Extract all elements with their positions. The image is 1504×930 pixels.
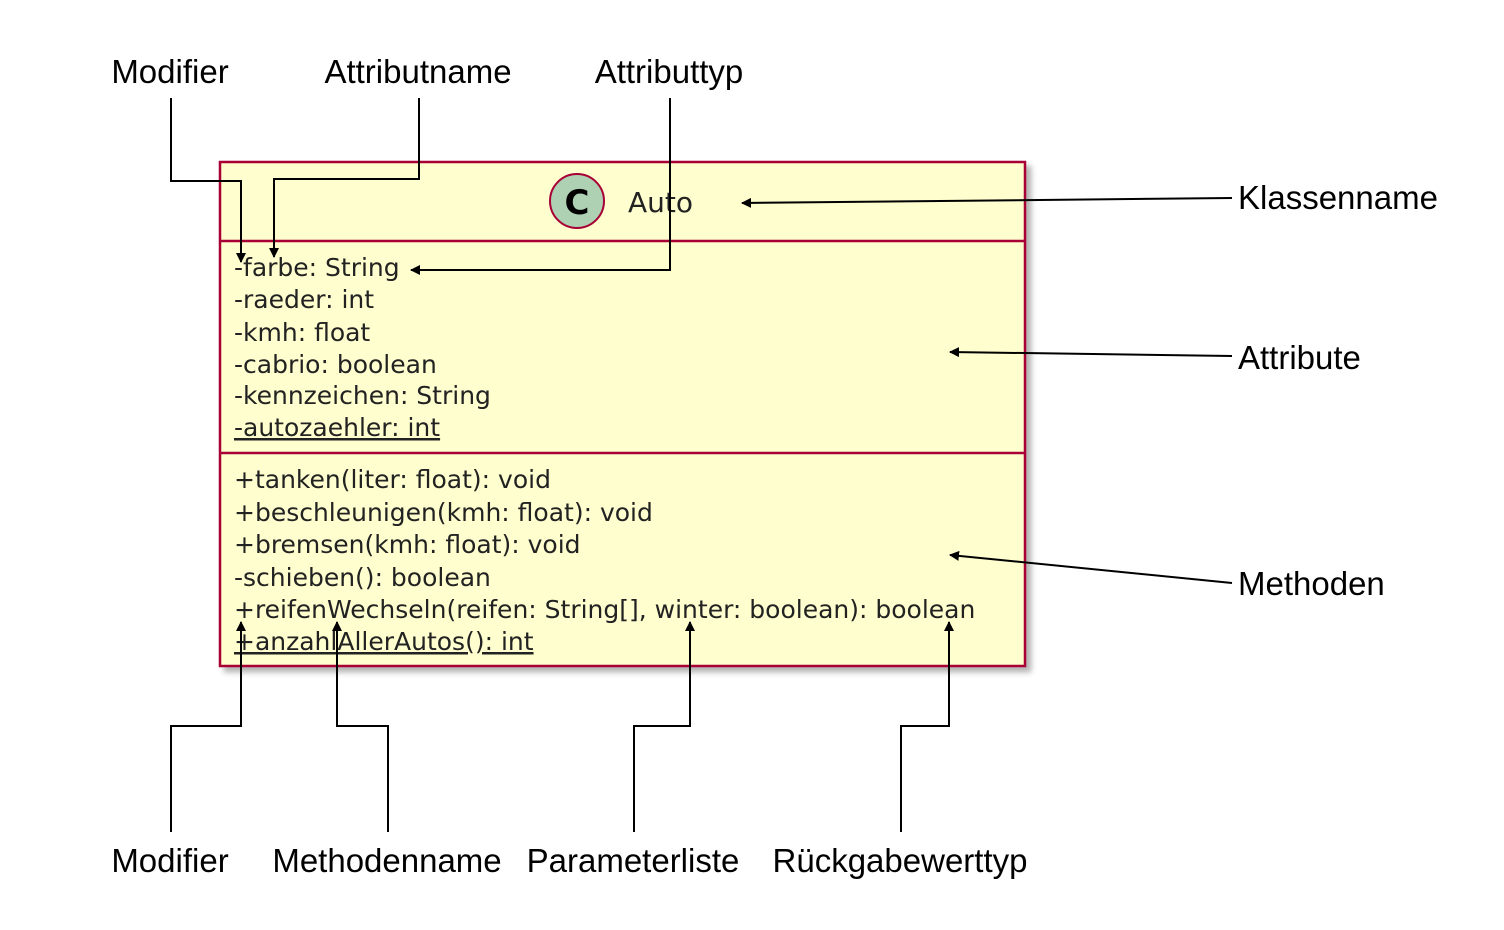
label-methods: Methoden (1238, 565, 1385, 602)
method-item: +bremsen(kmh: float): void (234, 530, 581, 559)
label-attribute-name: Attributname (324, 53, 511, 90)
attribute-list: -farbe: String -raeder: int -kmh: float … (234, 253, 491, 442)
label-modifier-method: Modifier (111, 842, 228, 879)
class-box (218, 160, 1027, 668)
arrow-parameter-list (633, 621, 695, 832)
arrow-attribute-type (410, 98, 671, 275)
method-item: +reifenWechseln(reifen: String[], winter… (234, 595, 975, 624)
attribute-item: -farbe: String (234, 253, 400, 282)
arrow-method-name (332, 621, 389, 832)
attribute-item: -kennzeichen: String (234, 381, 491, 410)
arrow-methods (949, 550, 1233, 584)
connectors (170, 98, 1233, 832)
attribute-item: -cabrio: boolean (234, 350, 437, 379)
label-method-name: Methodenname (272, 842, 501, 879)
label-return-type: Rückgabewerttyp (773, 842, 1028, 879)
class-name: Auto (628, 186, 693, 219)
class-icon-letter: C (565, 183, 590, 223)
arrow-attribute-name (269, 98, 420, 258)
attribute-item: -raeder: int (234, 285, 374, 314)
label-modifier-attribute: Modifier (111, 53, 228, 90)
method-item: +tanken(liter: float): void (234, 465, 551, 494)
method-item-static: +anzahlAllerAutos(): int (234, 627, 534, 656)
method-item: +beschleunigen(kmh: float): void (234, 498, 653, 527)
attribute-item-static: -autozaehler: int (234, 413, 440, 442)
arrow-return-type (900, 621, 954, 832)
arrow-attributes (949, 347, 1233, 358)
arrow-modifier-attribute (170, 98, 246, 263)
attribute-item: -kmh: float (234, 318, 370, 347)
label-attributes: Attribute (1238, 339, 1361, 376)
label-parameter-list: Parameterliste (527, 842, 740, 879)
method-item: -schieben(): boolean (234, 563, 491, 592)
class-c-icon (549, 173, 605, 229)
uml-class-auto: C Auto -farbe: String -raeder: int -kmh:… (218, 160, 1027, 668)
label-attribute-type: Attributtyp (595, 53, 744, 90)
method-list: +tanken(liter: float): void +beschleunig… (234, 465, 975, 656)
arrow-class-name (741, 197, 1233, 208)
arrow-modifier-method (170, 621, 246, 832)
label-class-name: Klassenname (1238, 179, 1438, 216)
